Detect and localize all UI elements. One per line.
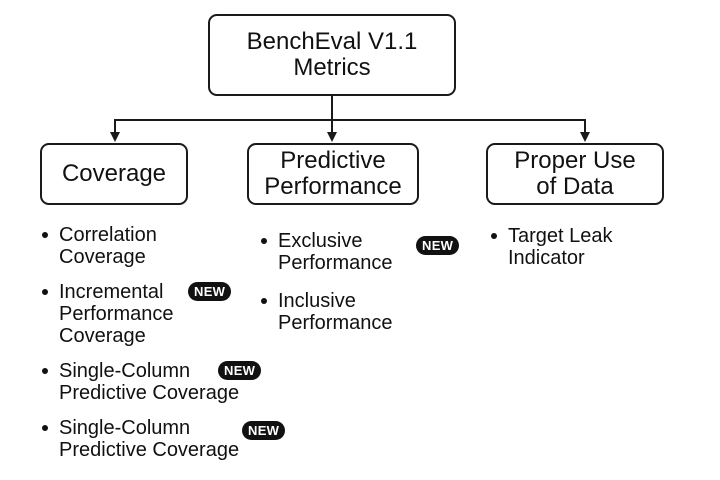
category-data-label-line-2: of Data bbox=[536, 173, 614, 200]
category-proper-use-of-data: Proper Use of Data bbox=[486, 143, 664, 205]
bullet-icon bbox=[42, 425, 48, 431]
item-line: Single-Column bbox=[59, 417, 191, 439]
item-line: Indicator bbox=[508, 247, 585, 269]
coverage-list: Correlation Coverage Incremental Perform… bbox=[42, 224, 292, 464]
item-line: Inclusive bbox=[278, 290, 356, 312]
item-line: Performance bbox=[59, 303, 174, 325]
new-badge: NEW bbox=[218, 361, 262, 380]
item-line: Coverage bbox=[59, 246, 146, 268]
item-line: Predictive Coverage bbox=[59, 439, 240, 461]
item-line: Predictive Coverage bbox=[59, 382, 240, 404]
item-line: Performance bbox=[278, 312, 393, 334]
predictive-list: Exclusive Performance NEW Inclusive Perf… bbox=[261, 230, 481, 340]
bullet-icon bbox=[42, 289, 48, 295]
root-title-line-2: Metrics bbox=[293, 54, 371, 81]
item-line: Exclusive bbox=[278, 230, 363, 252]
new-badge: NEW bbox=[188, 282, 232, 301]
item-line: Coverage bbox=[59, 325, 146, 347]
category-coverage-label: Coverage bbox=[61, 160, 167, 188]
category-predictive-label-line-2: Performance bbox=[264, 173, 402, 200]
item-line: Correlation bbox=[59, 224, 157, 246]
item-line: Performance bbox=[278, 252, 393, 274]
data-list: Target Leak Indicator bbox=[491, 225, 671, 285]
bullet-icon bbox=[42, 232, 48, 238]
category-coverage: Coverage bbox=[40, 143, 188, 205]
root-node: BenchEval V1.1 Metrics bbox=[208, 14, 456, 96]
item-line: Target Leak bbox=[508, 225, 613, 247]
bullet-icon bbox=[491, 233, 497, 239]
bullet-icon bbox=[261, 238, 267, 244]
item-line: Single-Column bbox=[59, 360, 191, 382]
new-badge: NEW bbox=[416, 236, 460, 255]
root-title-line-1: BenchEval V1.1 bbox=[246, 28, 418, 56]
item-line: Incremental bbox=[59, 281, 164, 303]
category-predictive-performance: Predictive Performance bbox=[247, 143, 419, 205]
bullet-icon bbox=[42, 368, 48, 374]
bullet-icon bbox=[261, 298, 267, 304]
category-predictive-label-line-1: Predictive bbox=[280, 147, 386, 175]
category-data-label-line-1: Proper Use bbox=[514, 147, 636, 175]
new-badge: NEW bbox=[242, 421, 286, 440]
